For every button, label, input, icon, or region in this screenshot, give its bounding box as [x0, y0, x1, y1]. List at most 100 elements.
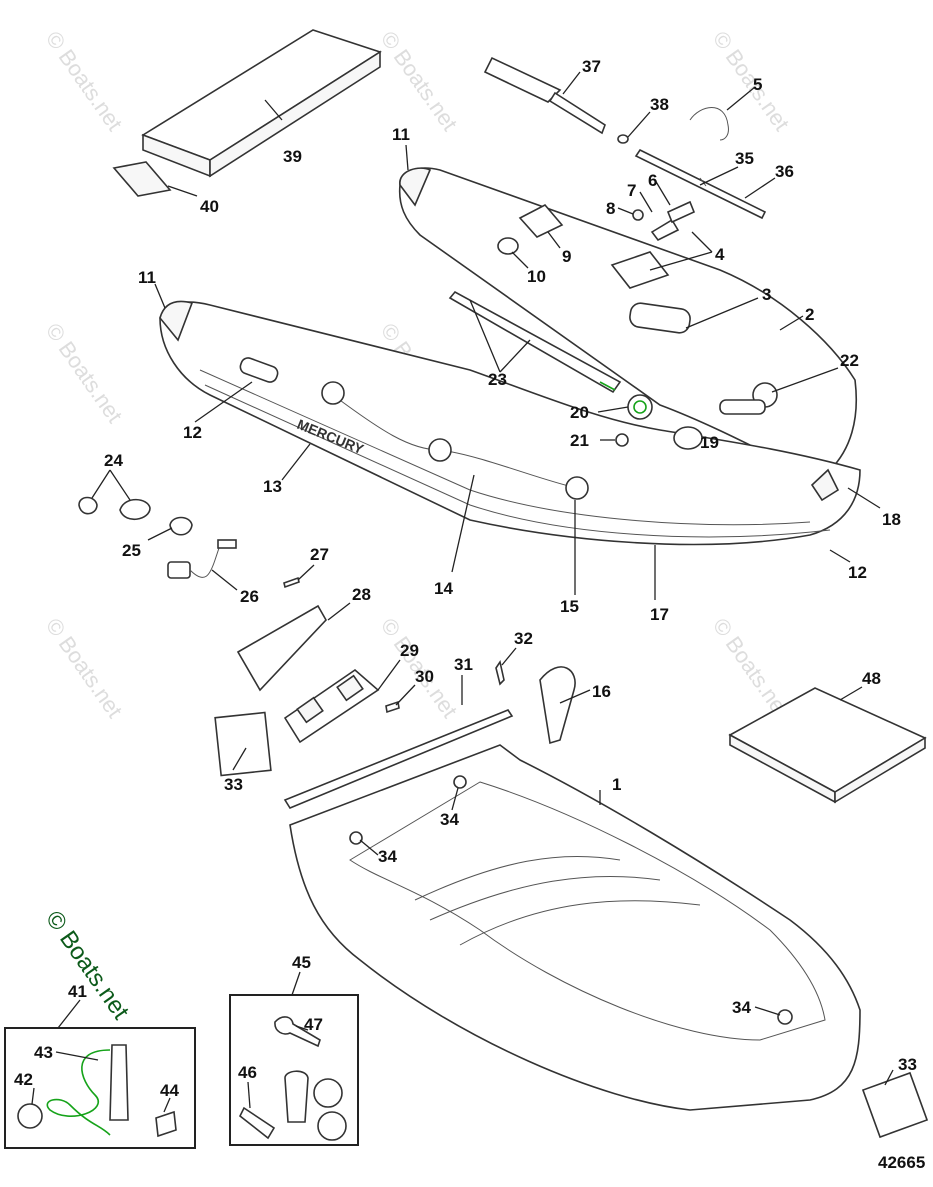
valve-plug[interactable] — [169, 516, 193, 536]
line-holder[interactable] — [428, 438, 452, 462]
repair-patch[interactable] — [313, 1078, 343, 1108]
watermark-primary: © Boats.net — [40, 906, 134, 1025]
callout-45: 45 — [292, 953, 311, 972]
callout-24: 24 — [104, 451, 123, 470]
oar-paddle[interactable] — [483, 56, 606, 135]
callout-4: 4 — [715, 245, 725, 264]
oar-ring[interactable] — [617, 134, 629, 144]
callout-44: 44 — [160, 1081, 179, 1100]
rail-pin[interactable] — [495, 659, 505, 686]
boat-cover[interactable] — [728, 687, 927, 804]
document-number: 42665 — [878, 1153, 925, 1172]
pump-hose[interactable] — [46, 1049, 111, 1136]
tow-handle[interactable] — [719, 399, 766, 415]
callout-5: 5 — [753, 75, 762, 94]
lanyard[interactable] — [689, 107, 729, 141]
callout-47: 47 — [304, 1015, 323, 1034]
rub-strake[interactable] — [448, 290, 622, 394]
capacity-plate — [214, 711, 272, 777]
oar-shaft[interactable] — [634, 148, 767, 220]
callout-46: 46 — [238, 1063, 257, 1082]
capacity-plate — [861, 1071, 929, 1139]
callout-33: 33 — [224, 775, 243, 794]
inflation-valve[interactable] — [627, 394, 653, 420]
carry-handle[interactable] — [629, 302, 692, 334]
repair-kit-box[interactable] — [229, 994, 359, 1146]
oarlock[interactable] — [666, 200, 696, 224]
callout-17: 17 — [650, 605, 669, 624]
oarlock-pin[interactable] — [650, 218, 680, 242]
transom-plate[interactable] — [236, 604, 327, 692]
callout-31: 31 — [454, 655, 473, 674]
callout-41: 41 — [68, 982, 87, 1001]
adhesive-can[interactable] — [284, 1070, 309, 1123]
watermark-text: © Boats.net — [708, 27, 795, 136]
o-ring[interactable] — [497, 237, 519, 255]
callout-10: 10 — [527, 267, 546, 286]
callout-16: 16 — [592, 682, 611, 701]
callout-34: 34 — [732, 998, 751, 1017]
pump-kit-box[interactable] — [4, 1027, 196, 1149]
cap[interactable] — [632, 209, 644, 221]
pressure-gauge[interactable] — [17, 1103, 43, 1129]
callout-40: 40 — [200, 197, 219, 216]
callout-26: 26 — [240, 587, 259, 606]
screw[interactable] — [283, 576, 300, 589]
rub-strake-end — [599, 381, 616, 391]
callout-12: 12 — [848, 563, 867, 582]
callout-25: 25 — [122, 541, 141, 560]
callout-32: 32 — [514, 629, 533, 648]
floor-hull[interactable] — [289, 744, 861, 1111]
repair-patch[interactable] — [317, 1111, 347, 1141]
patch[interactable] — [673, 426, 703, 450]
line-holder[interactable] — [565, 476, 589, 500]
callout-11: 11 — [138, 268, 156, 287]
callout-labels: 1 2 3 4 5 6 7 8 9 10 11 11 12 12 13 14 1… — [14, 57, 917, 1100]
callout-13: 13 — [263, 477, 282, 496]
watermark-text: © Boats.net — [41, 27, 128, 136]
callout-3: 3 — [762, 285, 771, 304]
callout-11: 11 — [392, 125, 410, 144]
floor-stiffener[interactable] — [539, 666, 576, 745]
hand-pump[interactable] — [109, 1044, 129, 1121]
drain-plug[interactable] — [349, 831, 363, 845]
floor-rail[interactable] — [283, 709, 514, 809]
callout-35: 35 — [735, 149, 754, 168]
drain-plug[interactable] — [453, 775, 467, 789]
callout-15: 15 — [560, 597, 579, 616]
callout-42: 42 — [14, 1070, 33, 1089]
drain-valve[interactable] — [167, 539, 237, 579]
repair-tool[interactable] — [274, 1016, 321, 1048]
callout-28: 28 — [352, 585, 371, 604]
valve-adapter[interactable] — [119, 498, 151, 520]
callout-30: 30 — [415, 667, 434, 686]
adhesive-tube[interactable] — [238, 1106, 276, 1140]
watermark-text: © Boats.net — [41, 614, 128, 723]
callout-39: 39 — [283, 147, 302, 166]
seat-plank[interactable] — [141, 29, 382, 178]
line-holder[interactable] — [321, 381, 345, 405]
callout-21: 21 — [570, 431, 589, 450]
callout-18: 18 — [882, 510, 901, 529]
oarlock-mount[interactable] — [518, 203, 564, 238]
valve-adapter[interactable] — [78, 496, 98, 515]
callout-37: 37 — [582, 57, 601, 76]
callout-34: 34 — [440, 810, 459, 829]
watermark-text: © Boats.net — [41, 319, 128, 428]
callout-20: 20 — [570, 403, 589, 422]
drain-plug[interactable] — [777, 1009, 793, 1025]
seat-bracket[interactable] — [112, 161, 172, 197]
callout-12: 12 — [183, 423, 202, 442]
inflatable-tube-lower[interactable] — [159, 300, 861, 546]
callout-8: 8 — [606, 199, 615, 218]
callout-27: 27 — [310, 545, 329, 564]
valve-cap[interactable] — [615, 433, 629, 447]
valve-ring — [633, 400, 647, 414]
transom-vent[interactable] — [283, 668, 380, 744]
carry-handle[interactable] — [238, 356, 279, 384]
callout-23: 23 — [488, 370, 507, 389]
oarlock-set[interactable] — [610, 251, 670, 289]
pump-adapter[interactable] — [155, 1110, 177, 1138]
